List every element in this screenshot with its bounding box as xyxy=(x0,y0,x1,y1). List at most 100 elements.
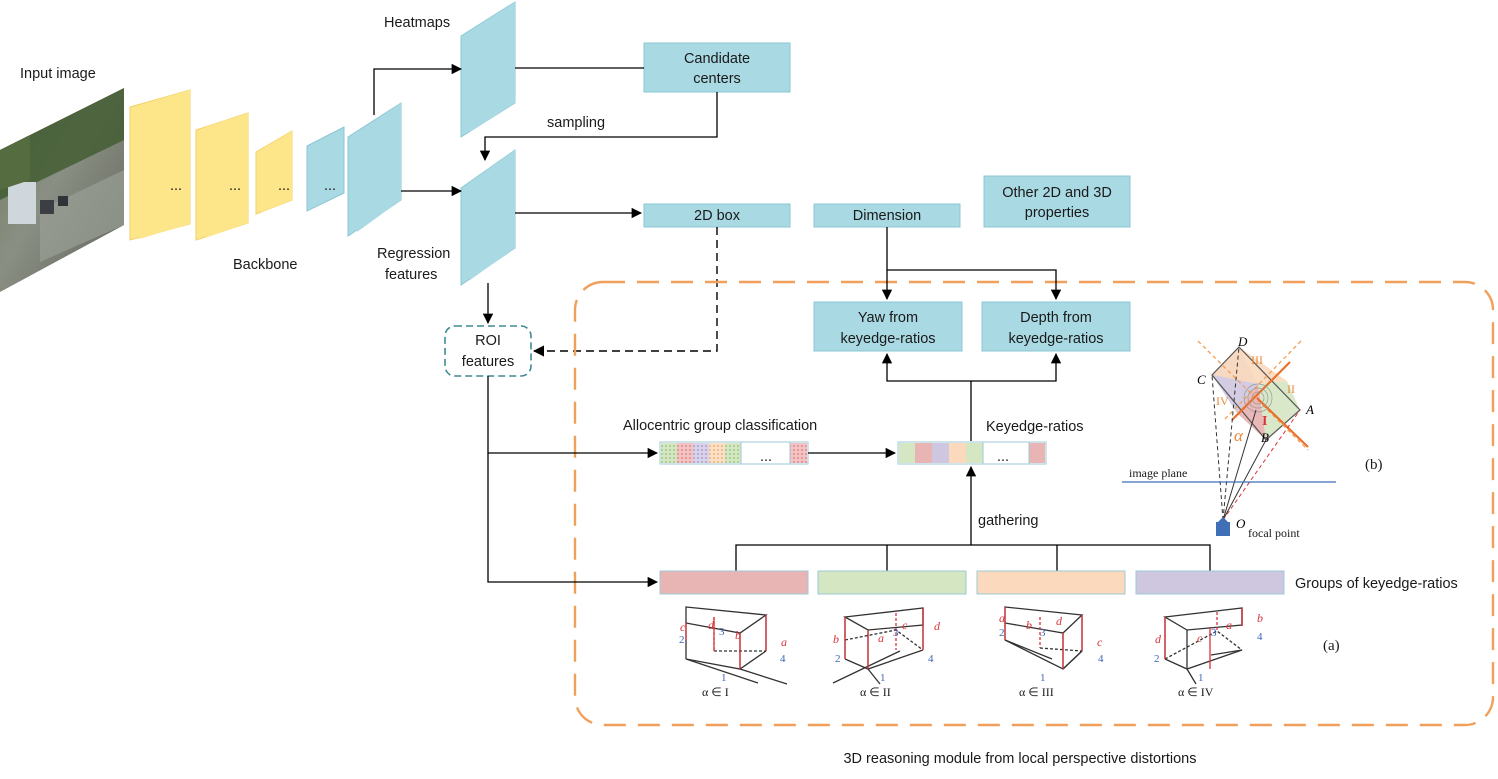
arrow-sampling xyxy=(479,92,718,162)
image-plane-label: image plane xyxy=(1129,466,1187,480)
gathering-label: gathering xyxy=(978,513,1038,529)
keyedge-ellipsis: ... xyxy=(997,449,1009,465)
cube3-num-1: 1 xyxy=(1040,672,1046,684)
arrow-roi-to-allocentric xyxy=(487,376,659,459)
cube4-num-4: 4 xyxy=(1257,631,1263,643)
keyedge-ratios-label: Keyedge-ratios xyxy=(986,419,1084,435)
backbone-layer-1 xyxy=(129,89,191,241)
subfigure-b-label: (b) xyxy=(1365,457,1383,473)
group-bar-4 xyxy=(1135,570,1285,595)
cube1-edge-b: b xyxy=(735,628,741,642)
regression-features-label-line1: Regression xyxy=(377,246,450,262)
backbone-layer-3 xyxy=(255,130,293,215)
cube3-caption: α ∈ III xyxy=(1019,685,1054,699)
arrow-keyedge-to-yaw xyxy=(881,352,972,441)
cube3-edge-b: b xyxy=(1026,618,1032,632)
candidate-centers-label-line2: centers xyxy=(693,71,741,87)
backbone-ellipsis-2: ... xyxy=(229,178,241,194)
cube2-edge-c: c xyxy=(902,618,908,632)
other-properties-label-line1: Other 2D and 3D xyxy=(1002,185,1112,201)
gathering-tree xyxy=(735,544,1211,571)
cube1-num-3: 3 xyxy=(719,626,725,638)
backbone-ellipsis-4: ... xyxy=(324,178,336,194)
backbone-label: Backbone xyxy=(233,257,298,273)
roi-features-label-line1: ROI xyxy=(475,333,501,349)
group-bar-3 xyxy=(976,570,1126,595)
point-o: O xyxy=(1236,516,1246,531)
backbone-layer-2 xyxy=(195,112,249,241)
cube1-num-4: 4 xyxy=(780,653,786,665)
region-i-label: I xyxy=(1262,414,1267,429)
box2d-label: 2D box xyxy=(694,208,741,224)
arrow-keyedge-to-depth xyxy=(971,352,1062,382)
arrow-roi-to-groups xyxy=(487,453,659,588)
cube4-num-2: 2 xyxy=(1154,653,1160,665)
alpha-symbol: α xyxy=(1234,426,1244,445)
cube1-num-2: 2 xyxy=(679,634,685,646)
backbone-layer-5 xyxy=(347,102,402,237)
geometry-panel xyxy=(1122,340,1336,536)
cube3-num-4: 4 xyxy=(1098,653,1104,665)
groups-label: Groups of keyedge-ratios xyxy=(1295,576,1458,592)
cube4-num-3: 3 xyxy=(1211,627,1217,639)
group-bar-1 xyxy=(659,570,809,595)
allocentric-ellipsis: ... xyxy=(760,449,772,465)
dimension-label: Dimension xyxy=(853,208,922,224)
candidate-centers-label-line1: Candidate xyxy=(684,51,750,67)
cube4-edge-a: a xyxy=(1226,618,1232,632)
regression-features-tensor xyxy=(460,149,516,286)
cube3-edge-a: a xyxy=(999,611,1005,625)
depth-box xyxy=(981,301,1131,352)
cube3-num-3: 3 xyxy=(1040,627,1046,639)
point-b: B xyxy=(1261,430,1269,445)
roi-features-label-line2: features xyxy=(462,354,514,370)
cube2-caption: α ∈ II xyxy=(860,685,891,699)
cube-alpha-iii xyxy=(1004,606,1084,670)
cube2-edge-d: d xyxy=(934,619,941,633)
input-image xyxy=(0,88,124,292)
cube3-edge-d: d xyxy=(1056,614,1063,628)
yaw-label-line1: Yaw from xyxy=(858,310,918,326)
cube-alpha-ii xyxy=(832,607,924,685)
regression-features-label-line2: features xyxy=(385,267,437,283)
cube4-edge-c: c xyxy=(1197,631,1203,645)
cube2-num-3: 3 xyxy=(893,627,899,639)
cube2-num-1: 1 xyxy=(880,672,886,684)
focal-point-label: focal point xyxy=(1248,526,1300,540)
arrow-dimension-to-depth xyxy=(887,269,1062,301)
cube1-caption: α ∈ I xyxy=(702,685,729,699)
cube3-num-2: 2 xyxy=(999,627,1005,639)
cube4-num-1: 1 xyxy=(1198,672,1204,684)
cube-alpha-i xyxy=(685,606,788,685)
cube3-edge-c: c xyxy=(1097,635,1103,649)
arrow-backbone-to-heatmaps xyxy=(373,63,463,115)
cube2-edge-b: b xyxy=(833,632,839,646)
depth-label-line1: Depth from xyxy=(1020,310,1092,326)
reasoning-module-frame xyxy=(573,280,1495,727)
other-properties-label-line2: properties xyxy=(1025,205,1089,221)
backbone-ellipsis-3: ... xyxy=(278,178,290,194)
yaw-label-line2: keyedge-ratios xyxy=(840,331,935,347)
subfigure-a-label: (a) xyxy=(1323,638,1340,654)
cube4-edge-d: d xyxy=(1155,632,1162,646)
keyedge-ratios-bar xyxy=(897,441,1047,465)
cube1-num-1: 1 xyxy=(721,672,727,684)
allocentric-label: Allocentric group classification xyxy=(623,418,817,434)
region-ii-label: II xyxy=(1287,382,1295,396)
module-caption: 3D reasoning module from local perspecti… xyxy=(843,751,1196,767)
heatmaps-tensor xyxy=(460,1,516,138)
other-properties-box xyxy=(983,175,1131,228)
cube1-edge-c: c xyxy=(680,620,686,634)
sampling-label: sampling xyxy=(547,115,605,131)
cube2-num-2: 2 xyxy=(835,653,841,665)
point-d: D xyxy=(1237,334,1248,349)
cube4-caption: α ∈ IV xyxy=(1178,685,1214,699)
heatmaps-label: Heatmaps xyxy=(384,15,450,31)
backbone-ellipsis-1: ... xyxy=(170,178,182,194)
cube2-edge-a: a xyxy=(878,631,884,645)
region-iv-label: IV xyxy=(1216,394,1229,408)
candidate-centers-box xyxy=(643,42,791,93)
point-a: A xyxy=(1305,402,1314,417)
cube1-edge-d: d xyxy=(708,618,715,632)
